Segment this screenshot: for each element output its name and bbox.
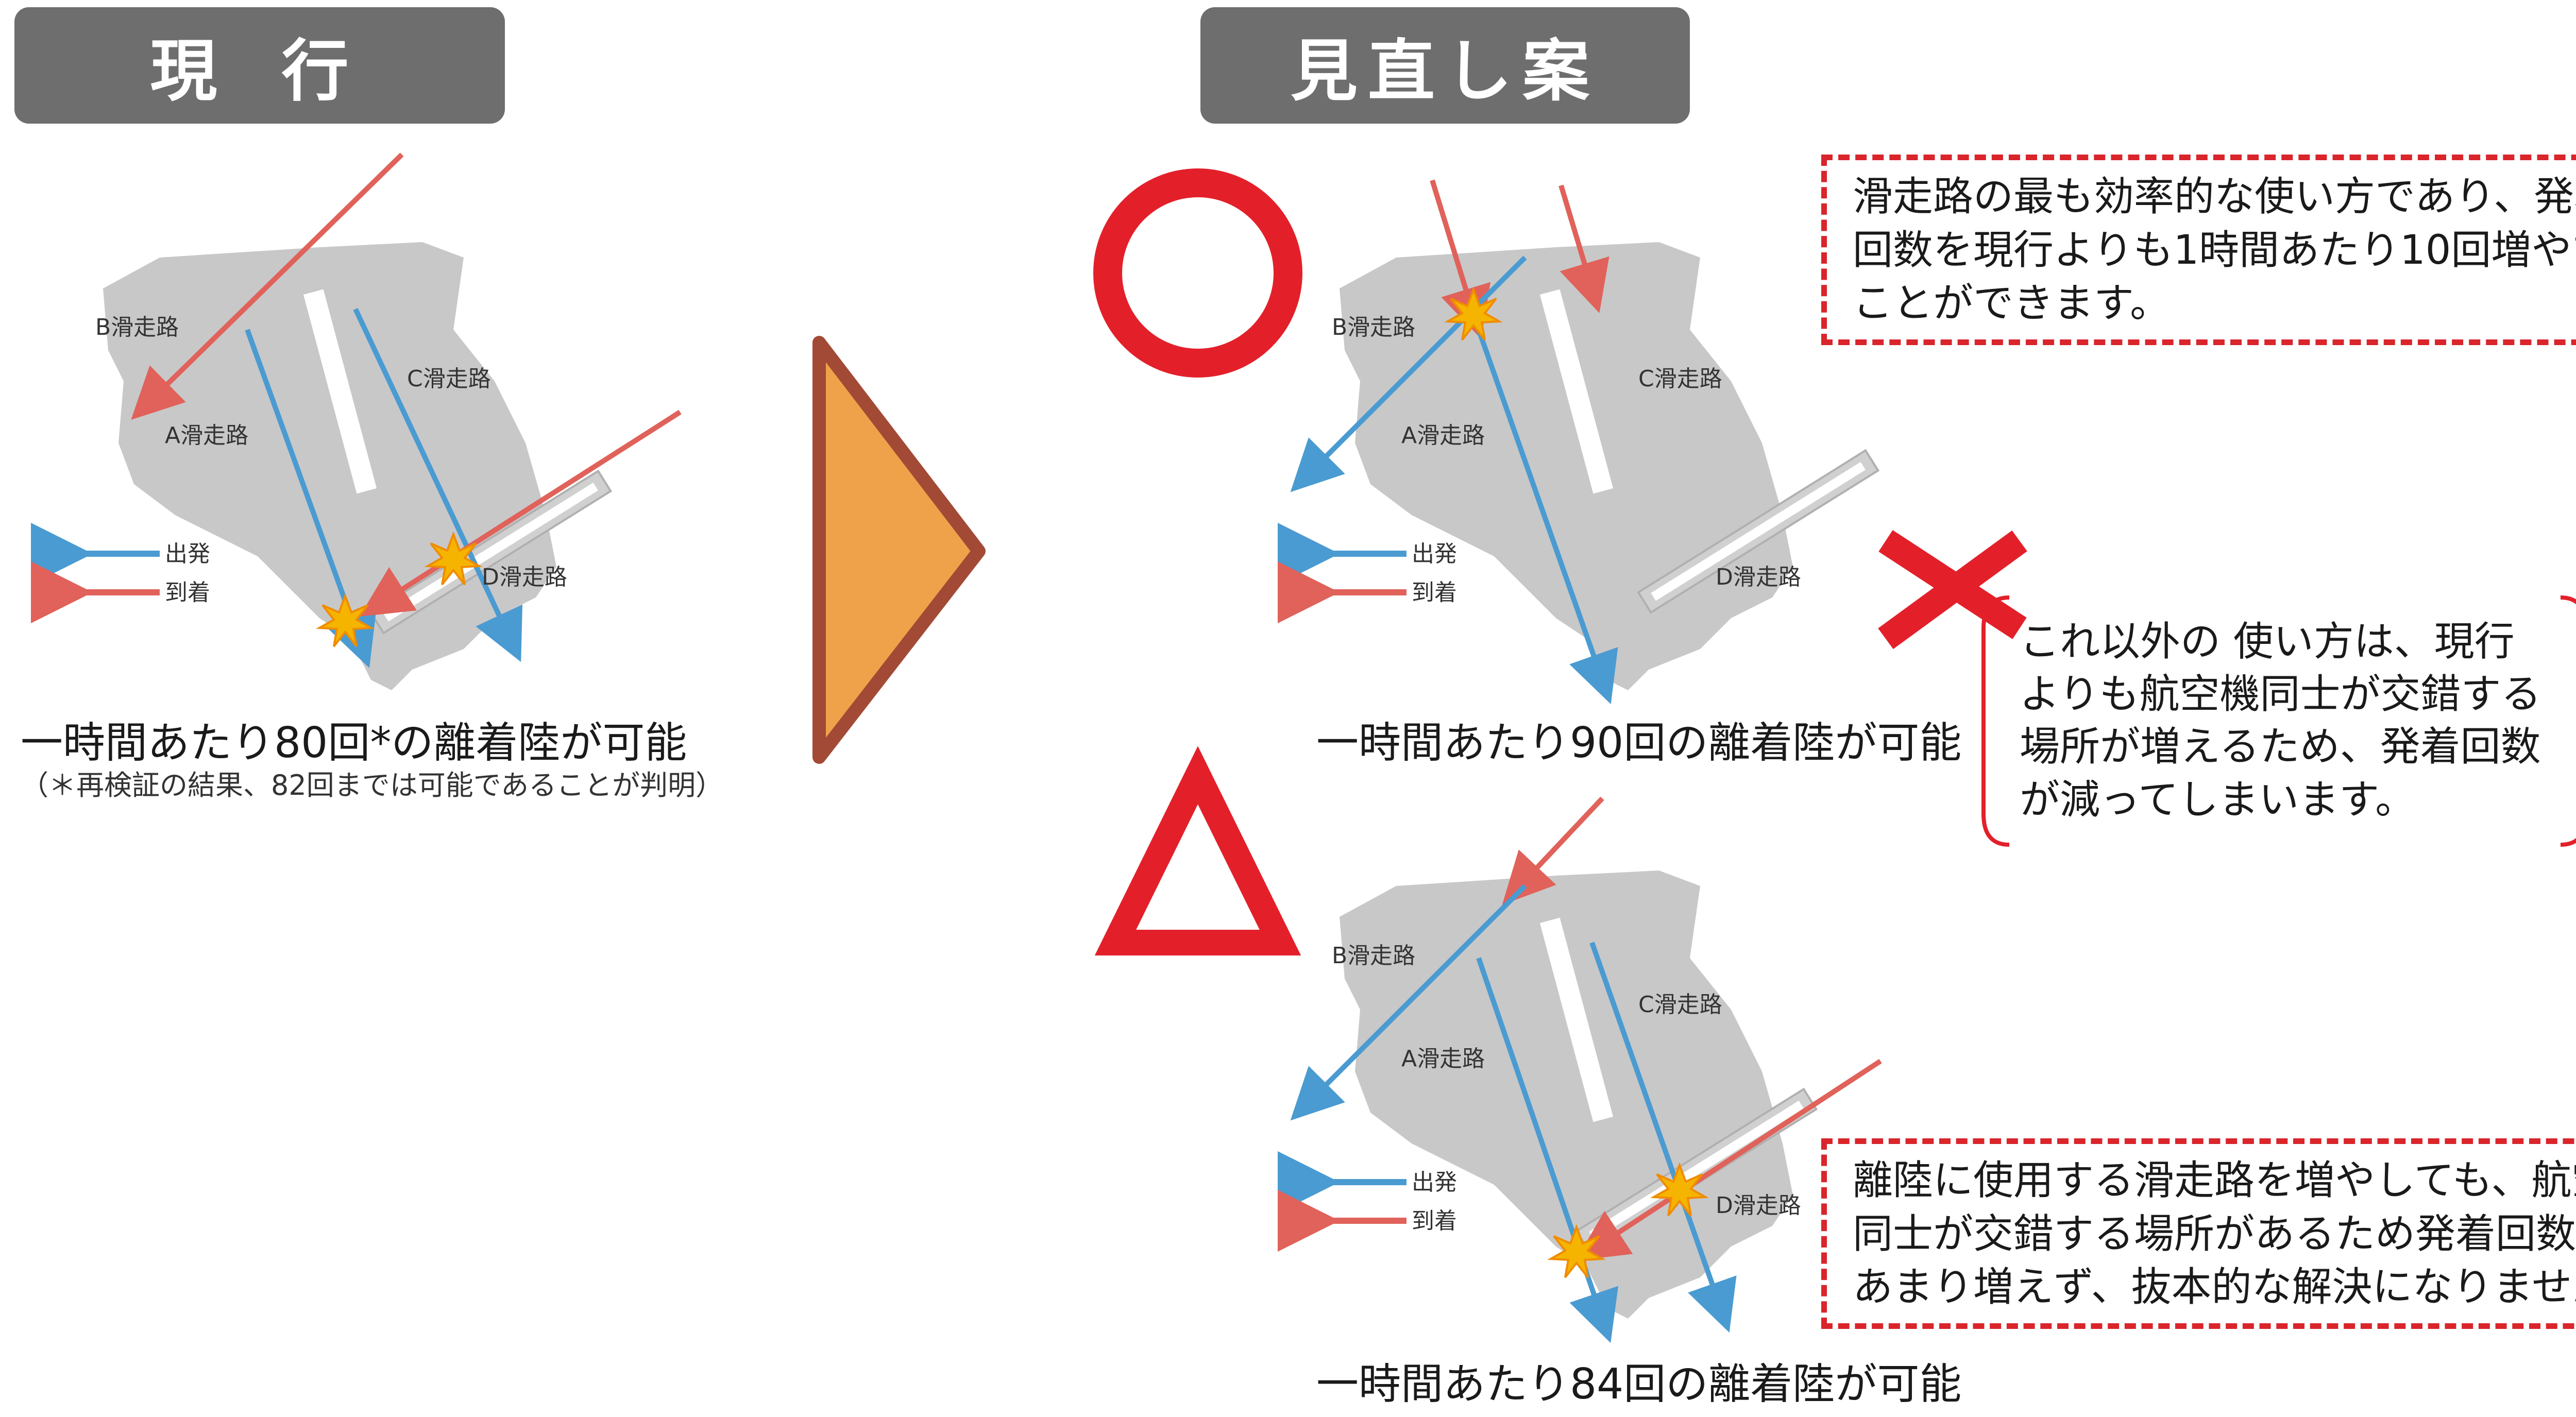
transition-arrow-icon xyxy=(812,336,986,764)
departure-route-a xyxy=(245,329,377,669)
runway-label-a: A滑走路 xyxy=(1401,1046,1485,1072)
good-note-line: 滑走路の最も効率的な使い方であり、発着 xyxy=(1853,174,2576,220)
good-note-line: 回数を現行よりも1時間あたり10回増やす xyxy=(1853,227,2576,274)
good-option-diagram: 出発 到着 B滑走路 A滑走路 C滑走路 D滑走路 xyxy=(1278,179,1879,705)
good-circle-icon xyxy=(1093,168,1302,378)
runway-label-c: C滑走路 xyxy=(1638,366,1722,392)
header-proposal: 見直し案 xyxy=(1200,7,1690,124)
runway-label-a: A滑走路 xyxy=(1401,422,1485,449)
bad-note-line: 場所が増えるため、発着回数 xyxy=(2020,724,2541,771)
runway-label-b: B滑走路 xyxy=(1332,943,1415,969)
bad-note-line: よりも航空機同士が交錯する xyxy=(2020,671,2541,718)
legend-departure-label: 出発 xyxy=(165,541,210,567)
arrival-route-b xyxy=(131,152,404,420)
current-diagram: 出発 到着 B滑走路 A滑走路 C滑走路 D滑走路 xyxy=(31,152,682,690)
fair-triangle-icon xyxy=(1094,746,1301,955)
bad-note-line: が減ってしまいます。 xyxy=(2020,776,2416,823)
bad-note-bracket-left xyxy=(1981,595,2010,847)
current-caption: 一時間あたり80回*の離着陸が可能 xyxy=(21,719,687,767)
fair-note-line: 同士が交錯する場所があるため発着回数が xyxy=(1853,1210,2576,1257)
runway-label-a: A滑走路 xyxy=(165,422,248,449)
runway-label-d: D滑走路 xyxy=(482,564,567,590)
good-note-line: ことができます。 xyxy=(1853,280,2171,327)
bad-note-line: これ以外の 使い方は、現行 xyxy=(2020,619,2515,665)
bad-cross-icon xyxy=(1878,530,2027,650)
runway-label-c: C滑走路 xyxy=(407,366,491,392)
legend-arrival-label: 到着 xyxy=(1412,579,1457,606)
header-current: 現 行 xyxy=(14,7,505,124)
runway-label-b: B滑走路 xyxy=(1332,314,1415,340)
departure-route-c xyxy=(353,308,523,662)
fair-option-diagram: 出発 到着 B滑走路 A滑走路 C滑走路 D滑走路 xyxy=(1278,796,1882,1343)
fair-note-box: 離陸に使用する滑走路を増やしても、航空機 同士が交錯する場所があるため発着回数が… xyxy=(1821,1138,2576,1329)
runway-label-d: D滑走路 xyxy=(1716,564,1801,590)
fair-note-line: 離陸に使用する滑走路を増やしても、航空機 xyxy=(1853,1157,2576,1204)
legend-arrival-label: 到着 xyxy=(1412,1208,1457,1234)
runway-label-b: B滑走路 xyxy=(95,314,179,340)
bad-note-bracket-right xyxy=(2560,595,2576,847)
runway-label-d: D滑走路 xyxy=(1716,1192,1801,1219)
arrival-route-d xyxy=(359,409,682,617)
runway-label-c: C滑走路 xyxy=(1638,992,1722,1018)
legend-departure-label: 出発 xyxy=(1412,1169,1457,1196)
fair-caption: 一時間あたり84回の離着陸が可能 xyxy=(1316,1360,1962,1409)
good-note-box: 滑走路の最も効率的な使い方であり、発着 回数を現行よりも1時間あたり10回増やす… xyxy=(1821,155,2576,345)
legend-departure-label: 出発 xyxy=(1412,541,1457,567)
current-footnote: （＊再検証の結果、82回までは可能であることが判明） xyxy=(21,769,724,801)
good-caption: 一時間あたり90回の離着陸が可能 xyxy=(1316,719,1962,767)
bad-note: これ以外の 使い方は、現行 よりも航空機同士が交錯する 場所が増えるため、発着回… xyxy=(2020,616,2541,826)
legend-arrival-label: 到着 xyxy=(165,579,210,606)
fair-note-line: あまり増えず、抜本的な解決になりません。 xyxy=(1853,1264,2576,1311)
